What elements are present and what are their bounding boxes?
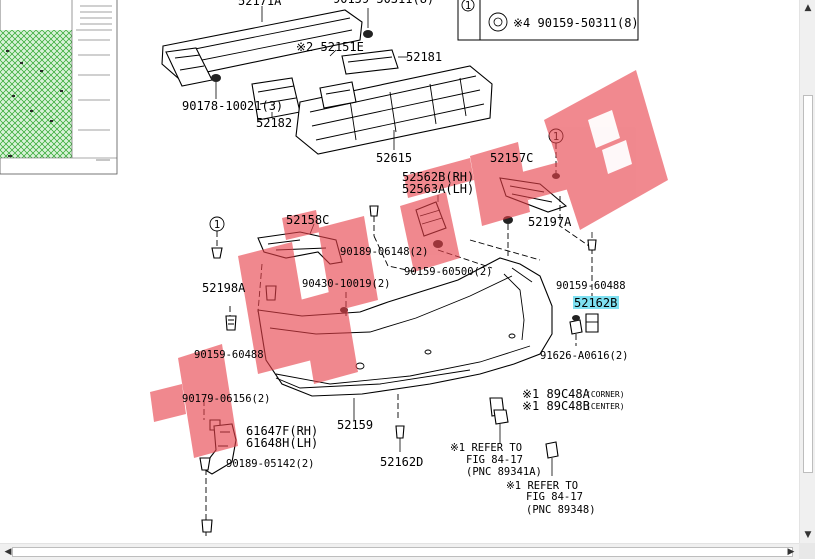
callout-61647F[interactable]: 61647F(RH) [246, 424, 318, 438]
bracket-52162B[interactable] [585, 313, 599, 333]
callout-91626[interactable]: 91626-A0616(2) [540, 350, 629, 362]
highlight-52162B [573, 296, 619, 309]
callout-90179[interactable]: 90179-06156(2) [182, 393, 271, 405]
legend-marker: 1 [465, 0, 471, 12]
callout-89C48A-note: (CORNER) [586, 390, 625, 399]
legend-part: ※4 90159-50311(8) [513, 16, 639, 30]
bolt-icon [488, 12, 508, 32]
callout-52182[interactable]: 52182 [256, 116, 292, 130]
ref1-line2: FIG 84-17 [466, 454, 523, 466]
callout-52159[interactable]: 52159 [337, 418, 373, 432]
callout-90159-60500[interactable]: 90159-60500(2) [404, 266, 493, 278]
clip-52162D[interactable] [395, 425, 405, 452]
diagram-viewport[interactable]: 1 ※4 90159-50311(8) 52171A 90159-50311(8… [0, 0, 799, 543]
callout-52615[interactable]: 52615 [376, 151, 412, 165]
callout-90189-05142[interactable]: 90189-05142(2) [226, 458, 315, 470]
callout-90430[interactable]: 90430-10019(2) [302, 278, 391, 290]
vertical-scrollbar[interactable]: ▲ ▼ [799, 0, 815, 543]
sensor-89C48A[interactable] [489, 397, 509, 425]
callout-90159-60488-right[interactable]: 90159-60488 [556, 280, 626, 292]
reinforcement-52171A[interactable] [161, 9, 363, 87]
callout-89C48A[interactable]: ※1 89C48A [522, 387, 591, 401]
ref2-line3[interactable]: (PNC 89348) [526, 504, 596, 516]
callout-52171A: 52171A [238, 0, 282, 8]
callout-52162D[interactable]: 52162D [380, 455, 423, 469]
callout-52563A[interactable]: 52563A(LH) [402, 182, 474, 196]
callout-52162B[interactable]: 52162B [574, 296, 617, 310]
vertical-scroll-thumb[interactable] [803, 95, 813, 473]
clip-90189-05142[interactable] [199, 457, 211, 471]
ref2-line2: FIG 84-17 [526, 491, 583, 503]
scroll-up-icon[interactable]: ▲ [804, 3, 812, 13]
callout-52158C[interactable]: 52158C [286, 213, 329, 227]
legend-box: 1 ※4 90159-50311(8) [457, 0, 639, 41]
callout-52181[interactable]: 52181 [406, 50, 442, 64]
callout-52197A[interactable]: 52197A [528, 215, 572, 229]
screw-bottom[interactable] [201, 519, 213, 533]
sensor-89348[interactable] [545, 441, 559, 459]
screw-91626[interactable] [569, 315, 583, 335]
callout-90178[interactable]: 90178-10021(3) [182, 99, 283, 113]
scrollbar-corner [799, 543, 815, 559]
parts-diagram: 1 ※4 90159-50311(8) 52171A 90159-50311(8… [0, 0, 668, 536]
callout-52171A-extra: 90159-50311(8) [333, 0, 434, 6]
callout-52151E: ※2 52151E [296, 40, 364, 54]
callout-89C48B[interactable]: ※1 89C48B [522, 399, 590, 413]
scroll-left-icon[interactable]: ◀ [4, 547, 12, 557]
callout-52157C[interactable]: 52157C [490, 151, 533, 165]
absorber-52615[interactable] [295, 65, 493, 155]
horizontal-scroll-thumb[interactable] [12, 547, 793, 557]
callout-90159-60488-left[interactable]: 90159-60488 [194, 349, 264, 361]
ref2-line1: ※1 REFER TO [506, 480, 578, 492]
ref1-line1: ※1 REFER TO [450, 442, 522, 454]
scroll-right-icon[interactable]: ▶ [787, 547, 795, 557]
callout-52562B[interactable]: 52562B(RH) [402, 170, 474, 184]
ref1-line3[interactable]: (PNC 89341A) [466, 466, 542, 478]
svg-text:1: 1 [214, 219, 220, 231]
callout-61648H[interactable]: 61648H(LH) [246, 436, 318, 450]
thumbnail-overview[interactable] [0, 0, 118, 175]
screw-90159-60488-left[interactable] [225, 315, 237, 331]
horizontal-scrollbar[interactable]: ◀ ▶ [0, 543, 799, 560]
scroll-down-icon[interactable]: ▼ [804, 530, 812, 540]
screw-90159-60488-right[interactable] [587, 232, 597, 251]
callout-52198A[interactable]: 52198A [202, 281, 246, 295]
callout-90189-06148[interactable]: 90189-06148(2) [340, 246, 429, 258]
bracket-52181[interactable] [341, 49, 399, 75]
callout-89C48B-note: (CENTER) [586, 402, 625, 411]
